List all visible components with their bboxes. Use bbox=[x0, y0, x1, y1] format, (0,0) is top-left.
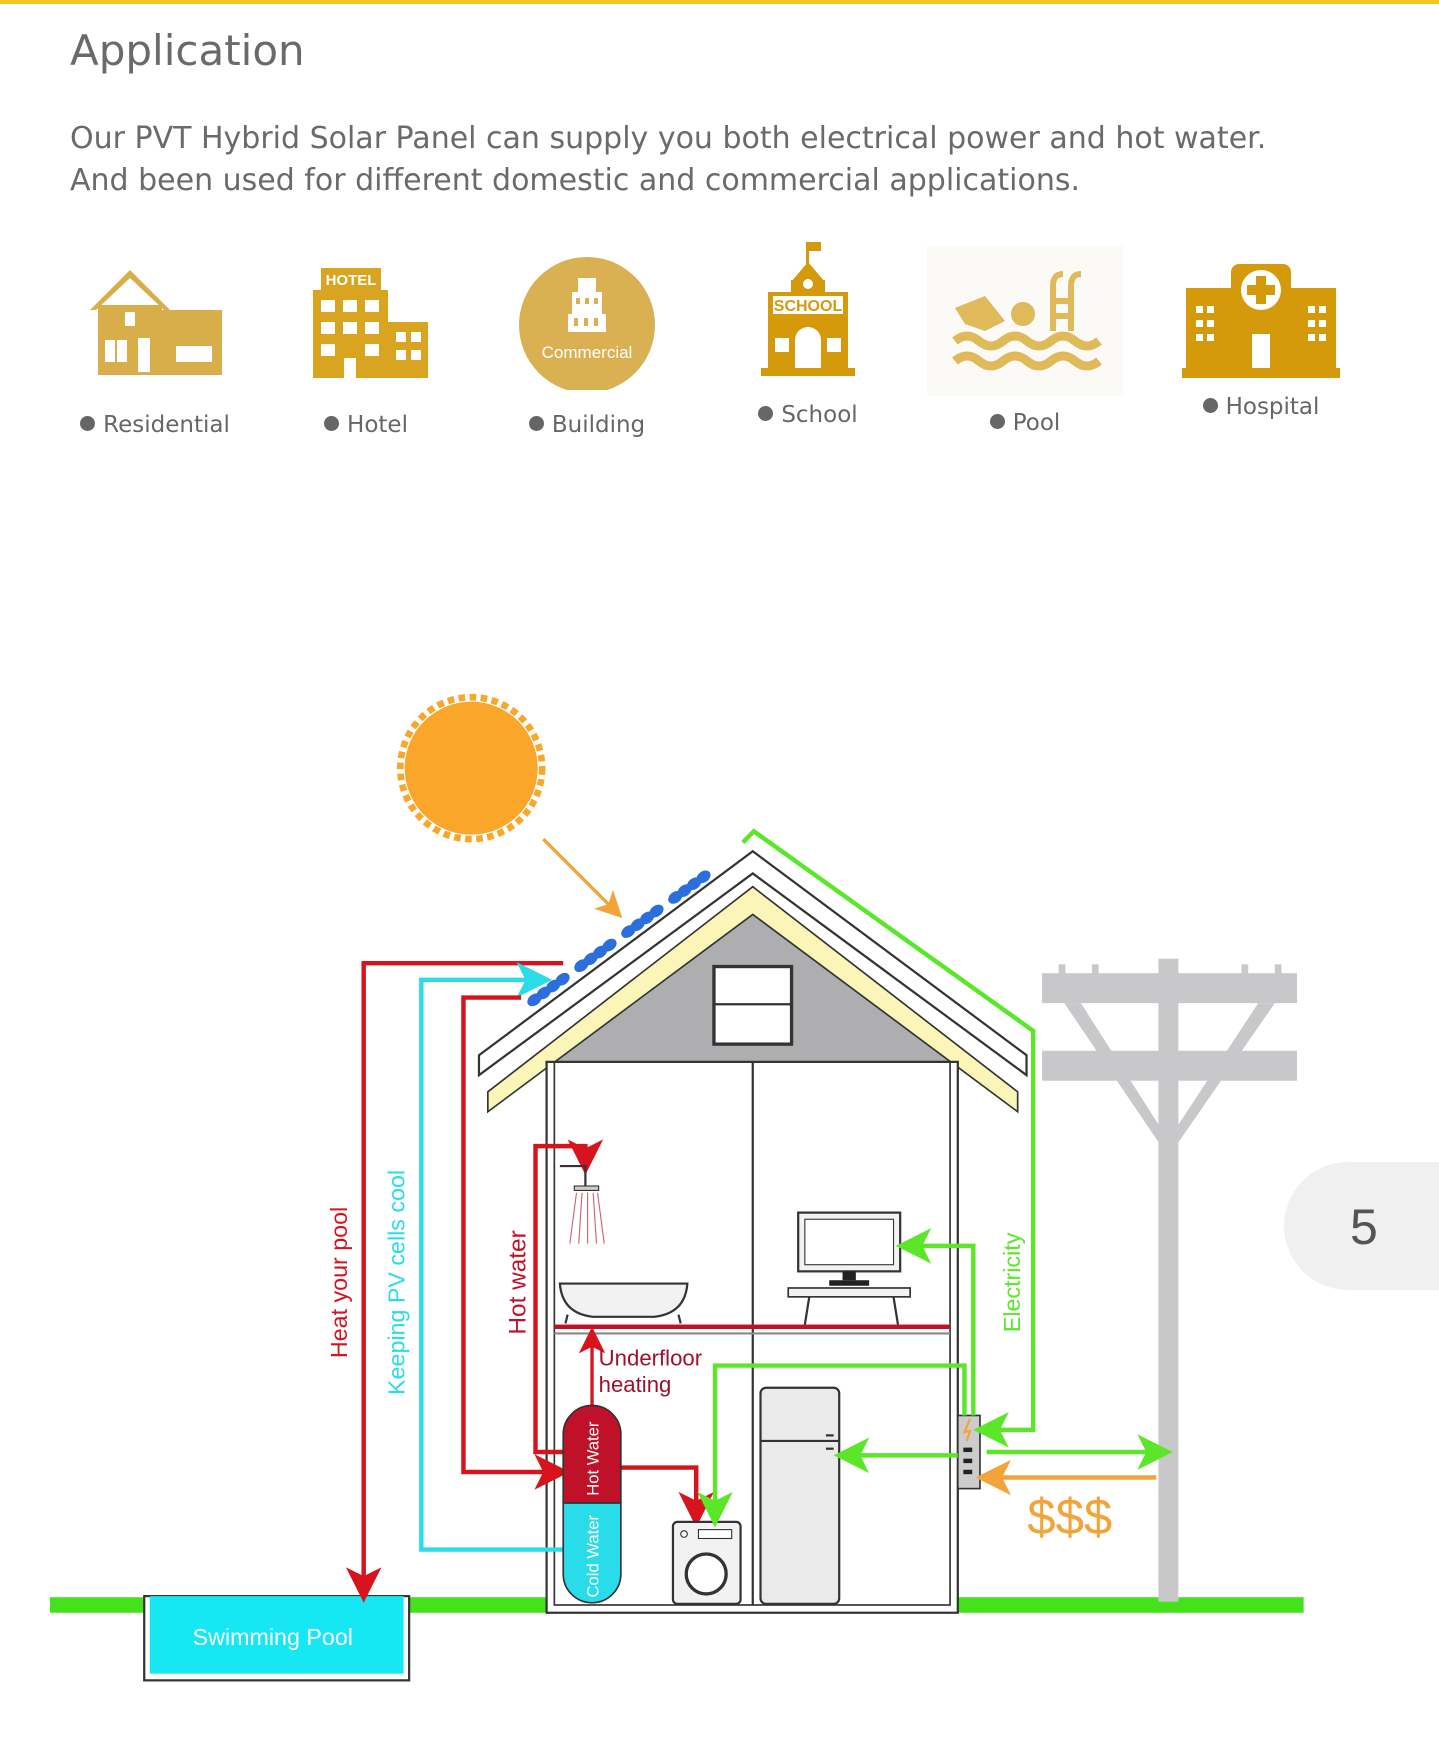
pv-cell bbox=[602, 938, 617, 952]
computer-icon bbox=[787, 1211, 911, 1325]
intro-text: Our PVT Hybrid Solar Panel can supply yo… bbox=[70, 118, 1266, 202]
fridge-icon bbox=[759, 1386, 841, 1605]
app-school: SCHOOL School bbox=[708, 240, 908, 428]
page-title: Application bbox=[70, 26, 305, 75]
tank-hot-label: Hot Water bbox=[584, 1421, 603, 1496]
sun-icon bbox=[396, 693, 546, 843]
app-hospital: Hospital bbox=[1161, 256, 1361, 420]
shower-icon bbox=[559, 1164, 605, 1244]
app-pool: Pool bbox=[925, 246, 1125, 436]
washer-power-line bbox=[697, 1363, 967, 1528]
hot-supply-pipe bbox=[461, 995, 570, 1490]
underfloor-label: Underfloor bbox=[599, 1346, 703, 1371]
app-label: Building bbox=[528, 412, 645, 438]
page-number: 5 bbox=[1350, 1199, 1378, 1255]
intro-line-1: Our PVT Hybrid Solar Panel can supply yo… bbox=[70, 121, 1267, 156]
floor-heating-strip bbox=[554, 1324, 951, 1329]
app-hotel: HOTEL Hotel bbox=[266, 250, 466, 438]
swimming-pool-icon bbox=[927, 246, 1123, 396]
water-tank: Hot Water Cold Water bbox=[562, 1404, 622, 1604]
electricity-label: Electricity bbox=[999, 1232, 1025, 1332]
electrical-panel-icon bbox=[956, 1414, 981, 1490]
cooling-pipe bbox=[419, 962, 566, 1552]
hotel-sign: HOTEL bbox=[326, 272, 377, 289]
keep-cool-label: Keeping PV cells cool bbox=[384, 1170, 410, 1395]
hot-water-label: Hot water bbox=[505, 1230, 532, 1334]
commercial-caption: Commercial bbox=[542, 343, 633, 362]
intro-line-2: And been used for different domestic and… bbox=[70, 163, 1081, 198]
pv-cell bbox=[696, 870, 711, 884]
underfloor-label-2: heating bbox=[599, 1372, 672, 1397]
tank-cold-label: Cold Water bbox=[584, 1515, 603, 1598]
top-accent-bar bbox=[0, 0, 1439, 4]
pv-cell bbox=[555, 972, 570, 986]
roof-insulation bbox=[487, 885, 1019, 1114]
roof bbox=[477, 849, 1028, 1078]
bathtub-icon bbox=[558, 1282, 689, 1324]
sunlight-arrow bbox=[542, 837, 623, 919]
app-label: Pool bbox=[989, 410, 1060, 436]
app-building: Commercial Building bbox=[487, 250, 687, 438]
washer-pipe bbox=[620, 1465, 714, 1528]
commercial-building-icon: Commercial bbox=[519, 257, 655, 390]
house-icon bbox=[90, 270, 222, 375]
hospital-icon bbox=[1182, 264, 1340, 378]
shower-pipe bbox=[533, 1139, 604, 1455]
app-label: Hotel bbox=[324, 412, 408, 438]
school-icon: SCHOOL bbox=[761, 242, 855, 376]
computer-power-line bbox=[895, 1228, 976, 1416]
heat-pool-label: Heat your pool bbox=[326, 1207, 352, 1358]
washing-machine-icon bbox=[671, 1520, 742, 1605]
pv-electric-line bbox=[741, 828, 1036, 1448]
pool-heat-pipe bbox=[345, 960, 564, 1603]
money-label: $$$ bbox=[1027, 1488, 1112, 1545]
app-label: Hospital bbox=[1202, 394, 1319, 420]
app-label: School bbox=[758, 402, 858, 428]
school-sign: SCHOOL bbox=[774, 298, 843, 315]
hotel-icon: HOTEL bbox=[313, 268, 428, 378]
pool-label: Swimming Pool bbox=[193, 1624, 353, 1650]
app-residential: Residential bbox=[55, 250, 255, 438]
app-label: Residential bbox=[80, 412, 230, 438]
page-number-tab[interactable]: 5 bbox=[1284, 1162, 1439, 1290]
pv-cell bbox=[649, 904, 664, 918]
